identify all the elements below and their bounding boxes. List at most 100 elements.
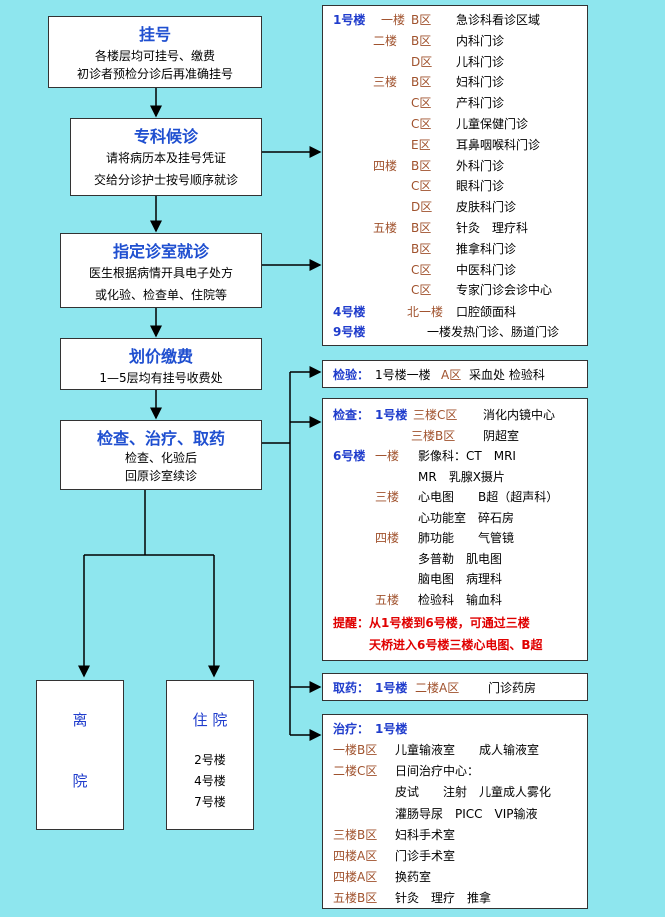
dept-name: 外科门诊 xyxy=(456,158,505,173)
pharmacy-dept: 门诊药房 xyxy=(488,681,537,695)
floor-label: 三楼 xyxy=(373,75,398,90)
step-title: 专科候诊 xyxy=(133,127,198,146)
zone-label: C区 xyxy=(411,179,432,194)
step-title: 检查、治疗、取药 xyxy=(96,429,225,448)
treatment-panel: 治疗：1号楼一楼B区儿童输液室 成人输液室二楼C区日间治疗中心：皮试 注射 儿童… xyxy=(322,714,588,909)
building-label: 4号楼 xyxy=(333,305,366,319)
step-text: 各楼层均可挂号、缴费 xyxy=(94,49,215,63)
zone-label: B区 xyxy=(411,33,432,48)
dept-name: 一楼发热门诊、肠道门诊 xyxy=(427,325,560,339)
step-payment: 划价缴费 1—5层均有挂号收费处 xyxy=(60,338,262,390)
dept-name: 内科门诊 xyxy=(456,33,505,48)
building-label: 1号楼 xyxy=(375,681,408,695)
exam-label: 检查： xyxy=(333,408,370,422)
floor-label: 二楼C区 xyxy=(333,764,378,779)
dept-name: 皮肤科门诊 xyxy=(456,200,517,215)
building-label: 6号楼 xyxy=(333,449,366,463)
zone-label: B区 xyxy=(411,241,432,256)
floor-label: 三楼B区 xyxy=(333,827,378,842)
pharmacy-label: 取药： xyxy=(333,681,370,695)
floor-label: 四楼 xyxy=(373,158,398,173)
treat-label: 治疗： xyxy=(333,722,370,736)
dept-name: 针灸 理疗科 xyxy=(456,221,529,235)
treat-item: 日间治疗中心： xyxy=(395,764,480,779)
hospital-building: 4号楼 xyxy=(194,774,226,788)
zone-label: C区 xyxy=(411,117,432,131)
zone-label: B区 xyxy=(411,13,432,27)
building-label: 1号楼 xyxy=(375,408,408,422)
floor-label: 一楼 xyxy=(375,449,400,463)
lab-zone: A区 xyxy=(441,368,462,382)
dept-name: 儿童保健门诊 xyxy=(456,117,529,131)
floor-label: 四楼A区 xyxy=(333,870,378,885)
exam-item: 阴超室 xyxy=(483,428,520,443)
exam-item: 检验科 输血科 xyxy=(418,592,503,607)
lab-building: 1号楼一楼 xyxy=(375,368,431,382)
leave-label-2: 院 xyxy=(72,772,88,790)
step-text: 或化验、检查单、住院等 xyxy=(94,288,227,302)
floor-label: 二楼 xyxy=(373,33,398,48)
floor-label: 北一楼 xyxy=(407,305,444,319)
lab-dept: 采血处 检验科 xyxy=(469,368,545,382)
dept-name: 眼科门诊 xyxy=(456,179,505,194)
zone-label: E区 xyxy=(411,137,431,152)
step-consult: 指定诊室就诊 医生根据病情开具电子处方 或化验、检查单、住院等 xyxy=(60,233,262,308)
dept-name: 耳鼻咽喉科门诊 xyxy=(456,137,541,152)
lab-label: 检验： xyxy=(333,368,370,382)
hospital-building: 2号楼 xyxy=(194,753,226,767)
step-text: 交给分诊护士按号顺序就诊 xyxy=(93,173,238,187)
treat-item: 针灸 理疗 推拿 xyxy=(395,891,492,906)
tip-line: 提醒：从1号楼到6号楼，可通过三楼 xyxy=(333,616,530,630)
treat-item: 换药室 xyxy=(395,870,432,885)
dept-name: 儿科门诊 xyxy=(456,54,505,69)
exam-item: 肺功能 气管镜 xyxy=(418,531,515,545)
treat-item: 灌肠导尿 PICC VIP输液 xyxy=(395,806,538,821)
floor-label: 二楼A区 xyxy=(415,681,460,695)
dept-name: 专家门诊会诊中心 xyxy=(456,283,553,298)
floor-label: 五楼 xyxy=(375,592,400,607)
treat-item: 皮试 注射 儿童成人雾化 xyxy=(395,785,552,800)
zone-label: B区 xyxy=(411,221,432,235)
step-waiting: 专科候诊 请将病历本及挂号凭证 交给分诊护士按号顺序就诊 xyxy=(70,118,262,196)
treat-item: 妇科手术室 xyxy=(395,827,456,842)
leave-label-1: 离 xyxy=(72,711,88,729)
floor-label: 五楼B区 xyxy=(333,891,378,906)
building-label: 1号楼 xyxy=(333,13,366,27)
step-text: 检查、化验后 xyxy=(124,451,197,465)
dept-name: 口腔颌面科 xyxy=(456,305,517,319)
exam-item: MR 乳腺X摄片 xyxy=(418,469,505,484)
treat-item: 门诊手术室 xyxy=(395,849,456,863)
zone-label: B区 xyxy=(411,75,432,90)
exam-item: 脑电图 病理科 xyxy=(418,572,503,586)
dept-name: 产科门诊 xyxy=(456,96,505,111)
pharmacy-panel: 取药： 1号楼二楼A区 门诊药房 xyxy=(322,673,588,701)
floor-label: 一楼 xyxy=(381,13,406,27)
exam-item: 多普勒 肌电图 xyxy=(418,551,503,566)
dept-name: 急诊科看诊区域 xyxy=(456,13,541,27)
exam-item: 影像科：CT MRI xyxy=(418,449,516,463)
hospital-title: 住 院 xyxy=(192,711,228,729)
zone-label: B区 xyxy=(411,158,432,173)
lab-panel: 检验： 1号楼一楼 A区采血处 检验科 xyxy=(322,360,588,388)
zone-label: C区 xyxy=(411,262,432,277)
step-exam-treat: 检查、治疗、取药 检查、化验后 回原诊室续诊 xyxy=(60,420,262,490)
step-text: 回原诊室续诊 xyxy=(124,469,197,483)
step-text: 请将病历本及挂号凭证 xyxy=(105,151,226,165)
dept-name: 中医科门诊 xyxy=(456,262,517,277)
building-label: 9号楼 xyxy=(333,325,366,339)
floor-label: 四楼A区 xyxy=(333,849,378,863)
step-text: 1—5层均有挂号收费处 xyxy=(99,371,223,385)
zone-label: C区 xyxy=(411,283,432,298)
floor-label: 五楼 xyxy=(373,221,398,235)
floor-label: 三楼B区 xyxy=(411,428,456,443)
zone-label: C区 xyxy=(411,96,432,111)
step-text: 初诊者预检分诊后再准确挂号 xyxy=(76,67,233,81)
hospital-box: 住 院 2号楼 4号楼 7号楼 xyxy=(166,680,254,830)
treat-item: 儿童输液室 成人输液室 xyxy=(395,743,540,757)
step-text: 医生根据病情开具电子处方 xyxy=(88,266,233,280)
floor-label: 三楼C区 xyxy=(413,408,458,422)
floor-label: 四楼 xyxy=(375,531,400,545)
exam-item: 心电图 B超（超声科） xyxy=(418,490,559,504)
